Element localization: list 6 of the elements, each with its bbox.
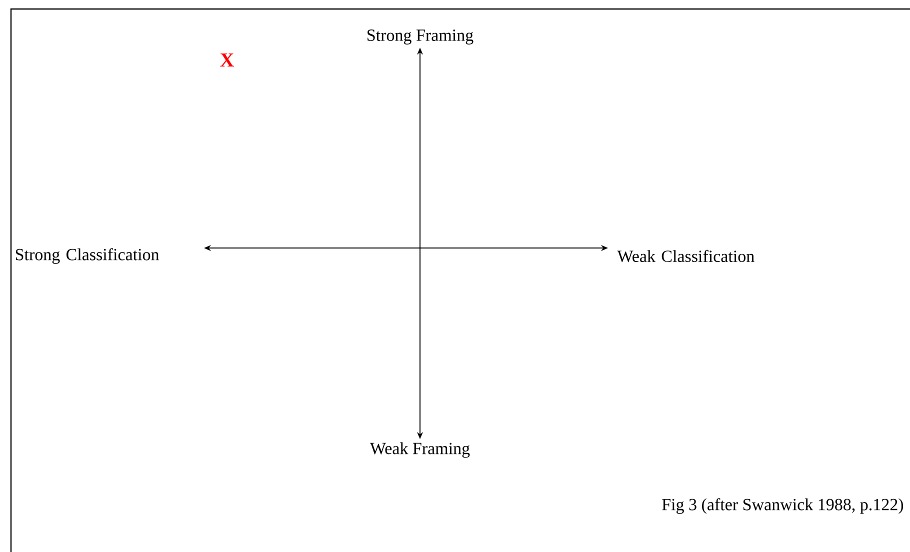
axis-label: Strong Framing — [368, 30, 474, 44]
axis-label: Strong Classification — [16, 248, 160, 264]
cross-mark: X — [220, 53, 234, 67]
axis-label: Weak Framing — [370, 442, 470, 458]
caption: Fig 3 (after Swanwick 1988, p.122) — [662, 498, 904, 514]
axis-label: Weak Classification — [617, 250, 754, 262]
